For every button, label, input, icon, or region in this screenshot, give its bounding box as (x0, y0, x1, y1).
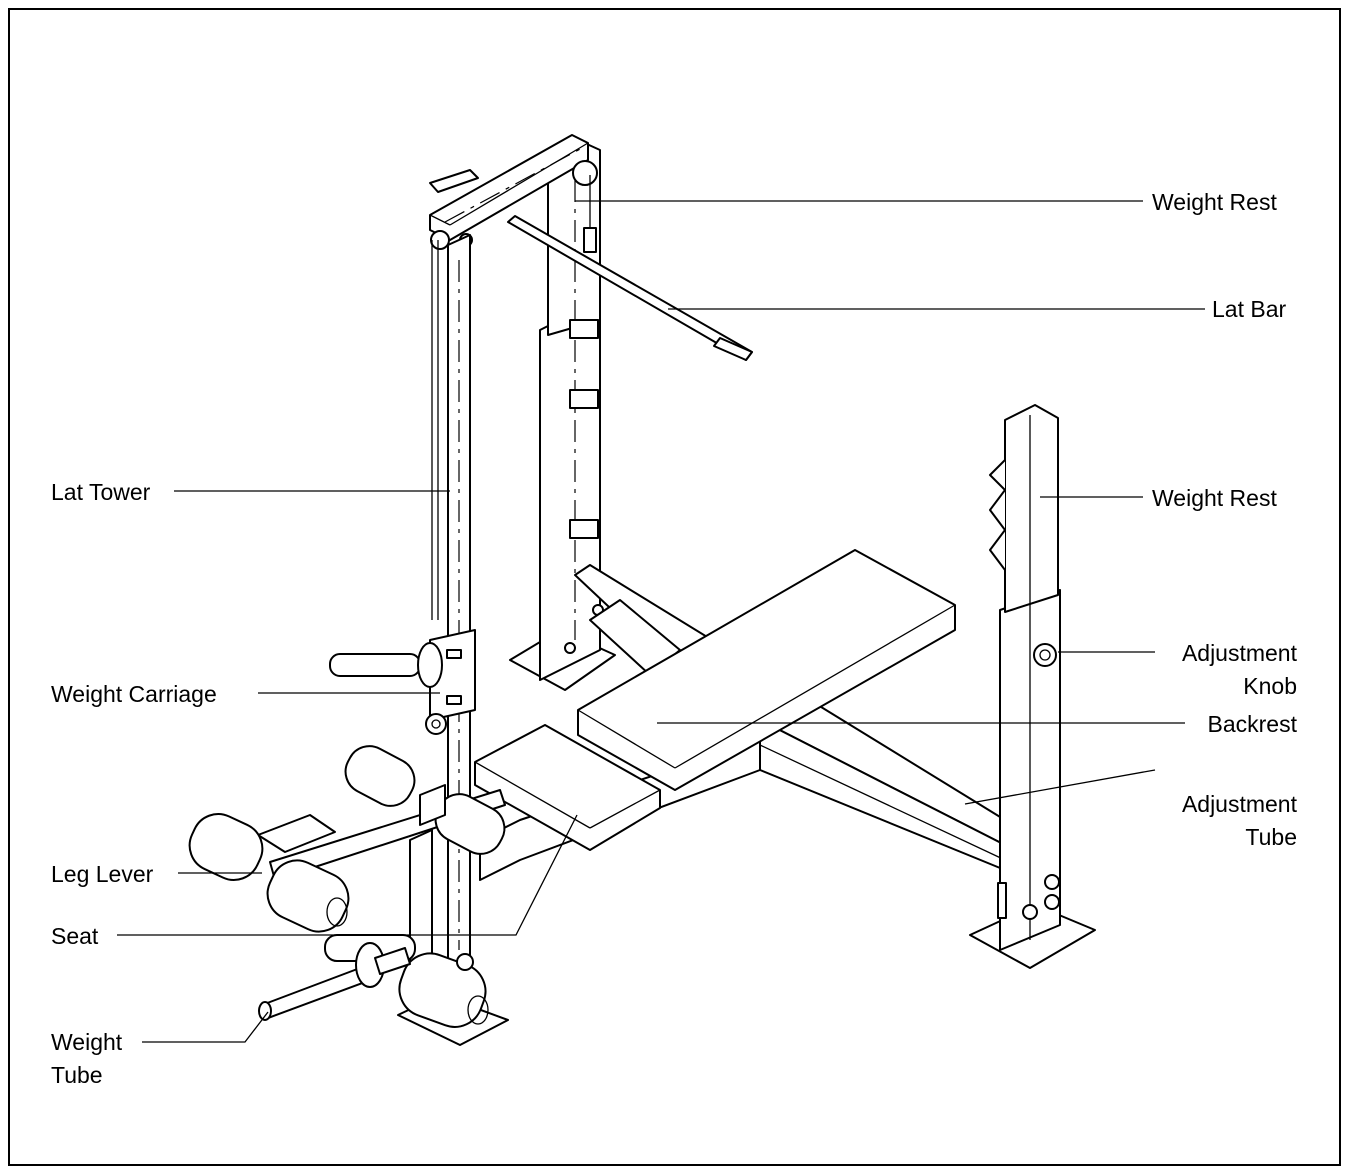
label-lat-tower: Lat Tower (51, 479, 151, 505)
label-weight-rest-top: Weight Rest (1152, 189, 1277, 215)
lat-tower (409, 234, 471, 981)
label-backrest: Backrest (1208, 711, 1298, 737)
label-lat-bar: Lat Bar (1212, 296, 1286, 322)
backrest (577, 549, 956, 791)
lat-bar (507, 175, 753, 361)
seat (474, 724, 661, 851)
label-adjustment-tube-line2: Tube (1245, 824, 1297, 850)
right-upright (969, 404, 1096, 969)
label-seat: Seat (51, 923, 99, 949)
lat-tower-top (429, 134, 598, 250)
label-weight-rest-right: Weight Rest (1152, 485, 1277, 511)
leg-lever (188, 745, 506, 933)
weight-tube (258, 942, 411, 1021)
label-leg-lever: Leg Lever (51, 861, 154, 887)
label-weight-tube-line1: Weight (51, 1029, 123, 1055)
label-adjustment-knob-line2: Knob (1243, 673, 1297, 699)
label-adjustment-tube-line1: Adjustment (1182, 791, 1298, 817)
label-weight-carriage: Weight Carriage (51, 681, 217, 707)
label-adjustment-knob-line1: Adjustment (1182, 640, 1298, 666)
callouts: Weight Rest Lat Bar Lat Tower Weight Res… (51, 189, 1298, 1088)
label-weight-tube-line2: Tube (51, 1062, 103, 1088)
figure-border (8, 8, 1341, 1166)
weight-bench-drawing (188, 134, 1096, 1046)
weight-carriage (329, 629, 476, 735)
